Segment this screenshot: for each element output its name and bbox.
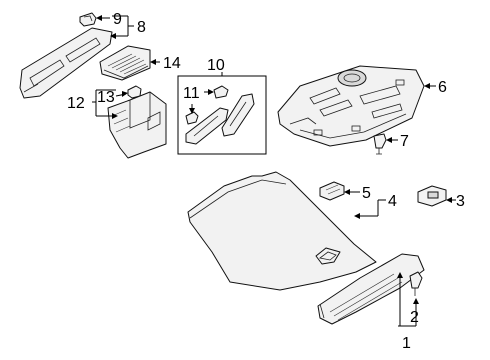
- part-11-clip: [185, 85, 229, 125]
- callout-9: 9: [113, 11, 122, 28]
- leader-lines: [92, 15, 456, 327]
- callout-3: 3: [456, 193, 465, 210]
- callout-12: 12: [67, 95, 85, 112]
- callout-6: 6: [438, 79, 447, 96]
- part-3-hook: [417, 185, 447, 207]
- part-9-clip: [79, 12, 97, 27]
- callout-1: 1: [402, 335, 411, 352]
- part-12-storage-bin: [107, 91, 167, 159]
- part-14-vent-module: [99, 45, 151, 81]
- callout-2: 2: [410, 309, 419, 326]
- callout-13: 13: [97, 89, 115, 106]
- part-10-trim-pieces: [185, 93, 255, 145]
- callout-8: 8: [137, 19, 146, 36]
- callout-10: 10: [207, 57, 225, 74]
- callout-7: 7: [400, 133, 409, 150]
- callout-11: 11: [183, 85, 200, 102]
- part-7-push-clip: [373, 133, 387, 155]
- callout-4: 4: [388, 193, 397, 210]
- part-6-package-tray: [277, 65, 425, 147]
- part-5-cover: [319, 181, 345, 201]
- callout-5: 5: [362, 185, 371, 202]
- callout-labels: 1 2 3 4 5 6 7 8 9 10 11 12 13 14: [67, 11, 465, 352]
- part-4-floor-covering: [187, 171, 377, 291]
- part-8-trim-panel: [19, 27, 113, 99]
- part-2-clip: [409, 271, 423, 296]
- callout-14: 14: [163, 55, 181, 72]
